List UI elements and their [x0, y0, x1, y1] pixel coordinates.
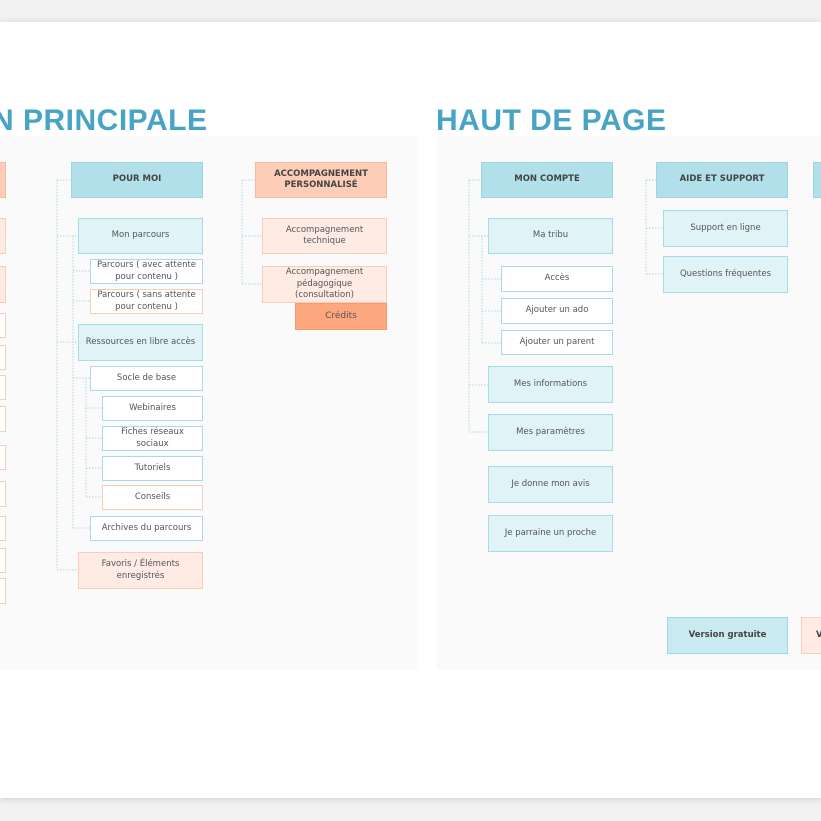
clipped-box[interactable]	[0, 445, 6, 470]
parraine-node[interactable]: Je parraine un proche	[488, 515, 613, 552]
pour-moi-header[interactable]: POUR MOI	[71, 162, 203, 198]
fiches-reseaux-node[interactable]: Fiches réseaux sociaux	[102, 426, 203, 451]
clipped-box[interactable]	[0, 516, 6, 541]
questions-frequentes-node[interactable]: Questions fréquentes	[663, 256, 788, 293]
ma-tribu-node[interactable]: Ma tribu	[488, 218, 613, 254]
donne-avis-node[interactable]: Je donne mon avis	[488, 466, 613, 503]
favoris-node[interactable]: Favoris / Éléments enregistrés	[78, 552, 203, 589]
ajouter-ado-node[interactable]: Ajouter un ado	[501, 298, 613, 324]
clipped-box[interactable]	[0, 406, 6, 432]
version-clipped-node[interactable]: V	[801, 617, 821, 654]
accompagnement-pedagogique-node[interactable]: Accompagnement pédagogique (consultation…	[262, 266, 387, 303]
archives-node[interactable]: Archives du parcours	[90, 516, 203, 541]
support-en-ligne-node[interactable]: Support en ligne	[663, 210, 788, 247]
ressources-node[interactable]: Ressources en libre accès	[78, 324, 203, 361]
clipped-box[interactable]	[0, 548, 6, 573]
parcours-avec-attente-node[interactable]: Parcours ( avec attente pour contenu )	[90, 259, 203, 284]
accompagnement-technique-node[interactable]: Accompagnement technique	[262, 218, 387, 254]
mes-informations-node[interactable]: Mes informations	[488, 366, 613, 403]
mon-compte-header[interactable]: MON COMPTE	[481, 162, 613, 198]
webinaires-node[interactable]: Webinaires	[102, 396, 203, 421]
socle-de-base-node[interactable]: Socle de base	[90, 366, 203, 391]
mon-parcours-node[interactable]: Mon parcours	[78, 218, 203, 254]
acces-node[interactable]: Accès	[501, 266, 613, 292]
clipped-box[interactable]	[0, 578, 6, 604]
clipped-box[interactable]	[0, 313, 6, 338]
accompagnement-header[interactable]: ACCOMPAGNEMENT PERSONNALISÉ	[255, 162, 387, 198]
clipped-header-box[interactable]	[0, 162, 6, 198]
parcours-sans-attente-node[interactable]: Parcours ( sans attente pour contenu )	[90, 289, 203, 314]
clipped-header-box[interactable]	[813, 162, 821, 198]
clipped-box[interactable]	[0, 375, 6, 400]
section-title-navigation: N PRINCIPALE	[0, 104, 208, 137]
aide-support-header[interactable]: AIDE ET SUPPORT	[656, 162, 788, 198]
version-gratuite-node[interactable]: Version gratuite	[667, 617, 788, 654]
section-title-haut-de-page: HAUT DE PAGE	[436, 104, 667, 137]
credits-node[interactable]: Crédits	[295, 303, 387, 330]
clipped-box[interactable]	[0, 266, 6, 303]
clipped-box[interactable]	[0, 481, 6, 507]
mes-parametres-node[interactable]: Mes paramètres	[488, 414, 613, 451]
clipped-box[interactable]	[0, 218, 6, 254]
conseils-node[interactable]: Conseils	[102, 485, 203, 510]
clipped-box[interactable]	[0, 345, 6, 370]
ajouter-parent-node[interactable]: Ajouter un parent	[501, 330, 613, 355]
tutoriels-node[interactable]: Tutoriels	[102, 456, 203, 481]
